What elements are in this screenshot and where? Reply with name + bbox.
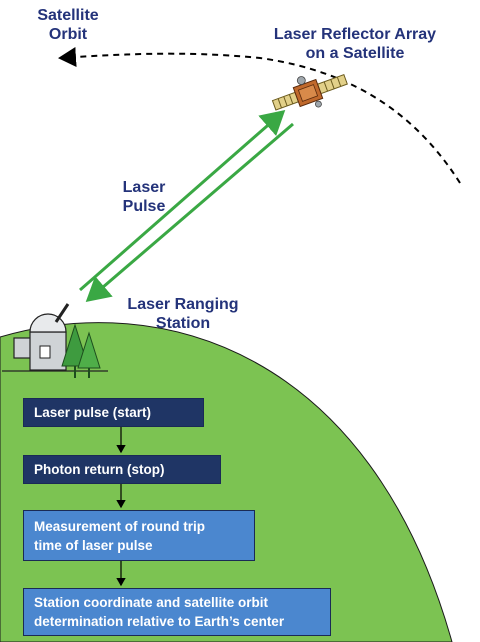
laser-beam-down [85,122,294,302]
step-orbit-determination: Station coordinate and satellite orbit d… [23,588,331,636]
reflector-array-label: Laser Reflector Array on a Satellite [273,26,437,62]
observatory-icon [2,303,108,372]
step-laser-pulse-start: Laser pulse (start) [23,398,204,427]
step-photon-return-stop: Photon return (stop) [23,455,221,484]
tree-icon [61,323,101,378]
orbit-path [58,47,461,184]
step-round-trip-measurement: Measurement of round trip time of laser … [23,510,255,561]
station-label: Laser Ranging Station [127,296,239,332]
satellite-icon [271,73,348,111]
laser-pulse-label: Laser Pulse [122,179,166,215]
laser-beam-up [79,110,286,292]
satellite-orbit-label: Satellite Orbit [37,7,99,43]
